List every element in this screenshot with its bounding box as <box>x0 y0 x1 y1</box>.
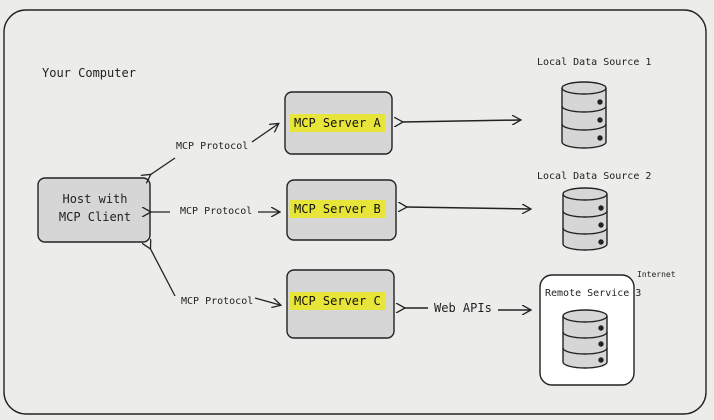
arrow-host-server-c <box>150 248 176 297</box>
your-computer-frame <box>3 9 707 415</box>
host-label-line2: MCP Client <box>58 210 132 224</box>
arrow-server-a-source-1 <box>402 120 520 122</box>
server-c-label: MCP Server C <box>290 292 385 310</box>
server-b-label: MCP Server B <box>290 200 385 218</box>
arrow-host-server-a <box>150 157 176 175</box>
arrow-host-server-a-2 <box>251 124 278 143</box>
source-1-label: Local Data Source 1 <box>537 57 652 68</box>
arrow-server-b-source-2 <box>406 207 530 209</box>
your-computer-label: Your Computer <box>42 66 136 80</box>
arrow-host-server-c-2 <box>254 297 280 305</box>
protocol-label-c: MCP Protocol <box>181 296 254 307</box>
server-a-label: MCP Server A <box>290 114 385 132</box>
host-label-line1: Host with <box>62 192 128 206</box>
database-1-icon <box>561 81 607 149</box>
protocol-label-b: MCP Protocol <box>180 206 253 217</box>
source-2-label: Local Data Source 2 <box>537 171 652 182</box>
host-label: Host with MCP Client <box>40 190 150 226</box>
remote-service-label: Remote Service 3 <box>545 288 642 299</box>
protocol-label-a: MCP Protocol <box>176 141 249 152</box>
web-apis-label: Web APIs <box>432 301 494 315</box>
database-3-icon <box>562 309 608 369</box>
database-2-icon <box>562 187 608 251</box>
internet-label: Internet <box>637 270 676 279</box>
